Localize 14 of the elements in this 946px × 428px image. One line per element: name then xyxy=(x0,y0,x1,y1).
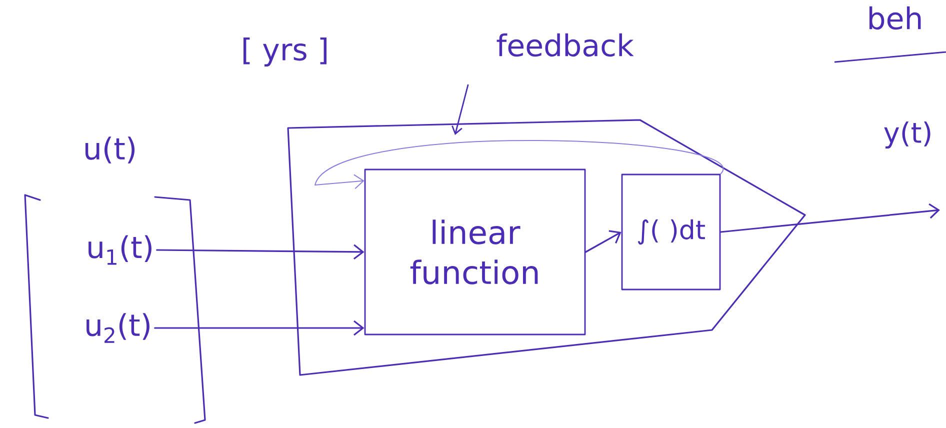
signal-label: u$_{2}$(t) xyxy=(86,313,150,343)
label: [ yrs ] xyxy=(243,37,326,67)
block: linear function xyxy=(364,168,586,336)
arrow xyxy=(154,320,364,336)
arrow xyxy=(156,244,364,260)
output-arrow xyxy=(720,203,940,233)
edge-label: feedback xyxy=(494,31,636,59)
label: u(t) xyxy=(85,136,135,164)
block: ∫( )dt xyxy=(621,174,721,290)
label: beh xyxy=(869,6,921,30)
label: y(t) xyxy=(884,121,930,149)
signal-label: u$_{1}$(t) xyxy=(88,235,152,265)
arrow xyxy=(584,230,622,253)
system-block xyxy=(287,119,806,376)
